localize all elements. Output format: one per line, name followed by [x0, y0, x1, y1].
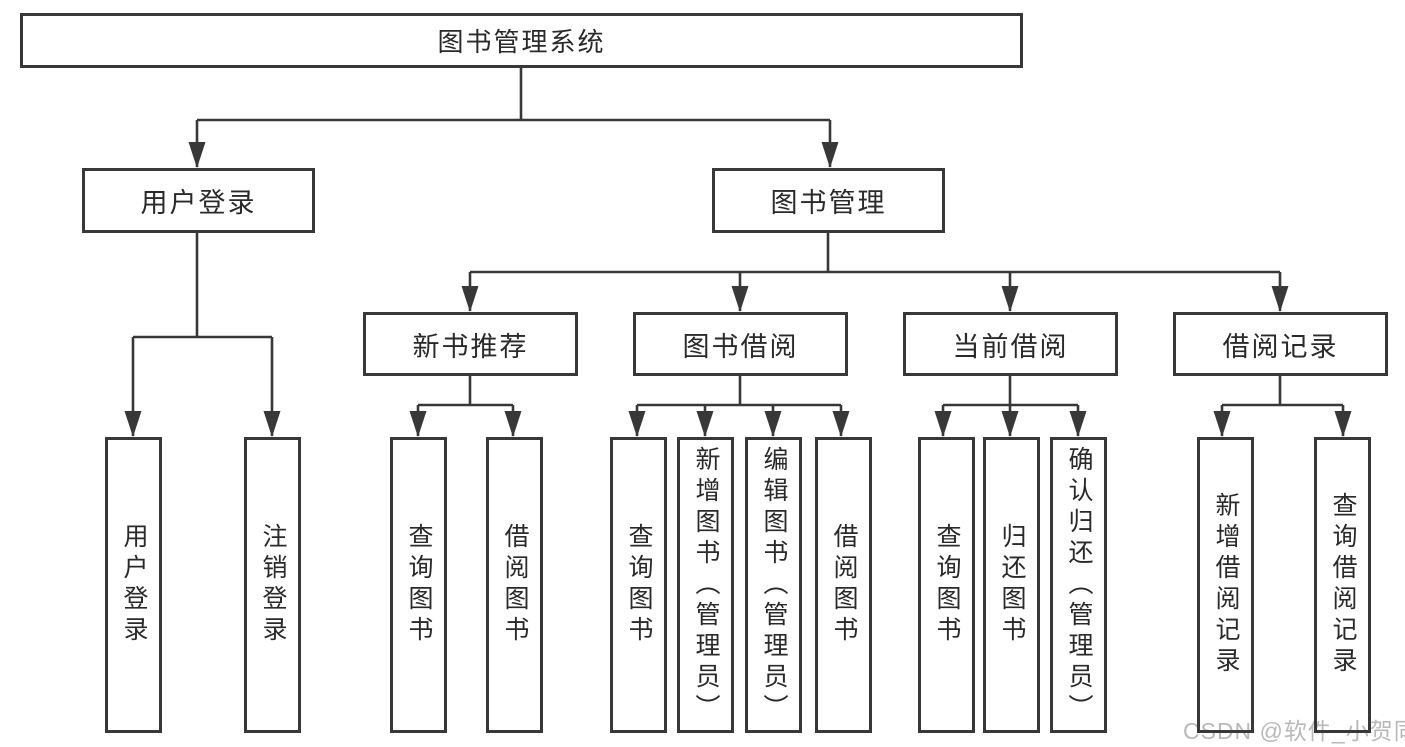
edge-book-borrow-children	[628, 376, 850, 437]
leaf-logout: 注销登录	[244, 437, 301, 733]
edge-book-management-children	[461, 233, 1289, 312]
edge-borrow-record-children	[1213, 376, 1352, 437]
node-book-management: 图书管理	[712, 168, 945, 233]
leaf-edit-books-admin: 编辑图书（管理员）	[745, 437, 802, 733]
node-book-borrow: 图书借阅	[633, 312, 848, 376]
node-user-login: 用户登录	[82, 168, 315, 233]
edge-user-login-children	[124, 233, 281, 437]
leaf-user-login: 用户登录	[105, 437, 162, 733]
leaf-borrow-books: 借阅图书	[815, 437, 872, 733]
node-borrow-record: 借阅记录	[1173, 312, 1388, 376]
node-current-borrow: 当前借阅	[903, 312, 1118, 376]
leaf-query-borrow-record: 查询借阅记录	[1314, 437, 1371, 733]
leaf-query-books-borrow: 查询图书	[610, 437, 667, 733]
edge-current-borrow-children	[934, 376, 1087, 437]
leaf-borrow-books-newbook: 借阅图书	[486, 437, 543, 733]
edge-root-to-level2	[188, 68, 839, 168]
edge-new-book-children	[409, 376, 522, 437]
leaf-query-books-newbook: 查询图书	[390, 437, 447, 733]
leaf-confirm-return-admin: 确认归还（管理员）	[1050, 437, 1107, 733]
leaf-return-books: 归还图书	[983, 437, 1040, 733]
leaf-query-books-current: 查询图书	[918, 437, 975, 733]
leaf-add-borrow-record: 新增借阅记录	[1197, 437, 1254, 733]
node-root-system: 图书管理系统	[20, 13, 1023, 68]
leaf-add-books-admin: 新增图书（管理员）	[677, 437, 734, 733]
csdn-watermark: CSDN @软件_小贺同学	[1183, 718, 1405, 744]
node-new-book-recommend: 新书推荐	[363, 312, 578, 376]
